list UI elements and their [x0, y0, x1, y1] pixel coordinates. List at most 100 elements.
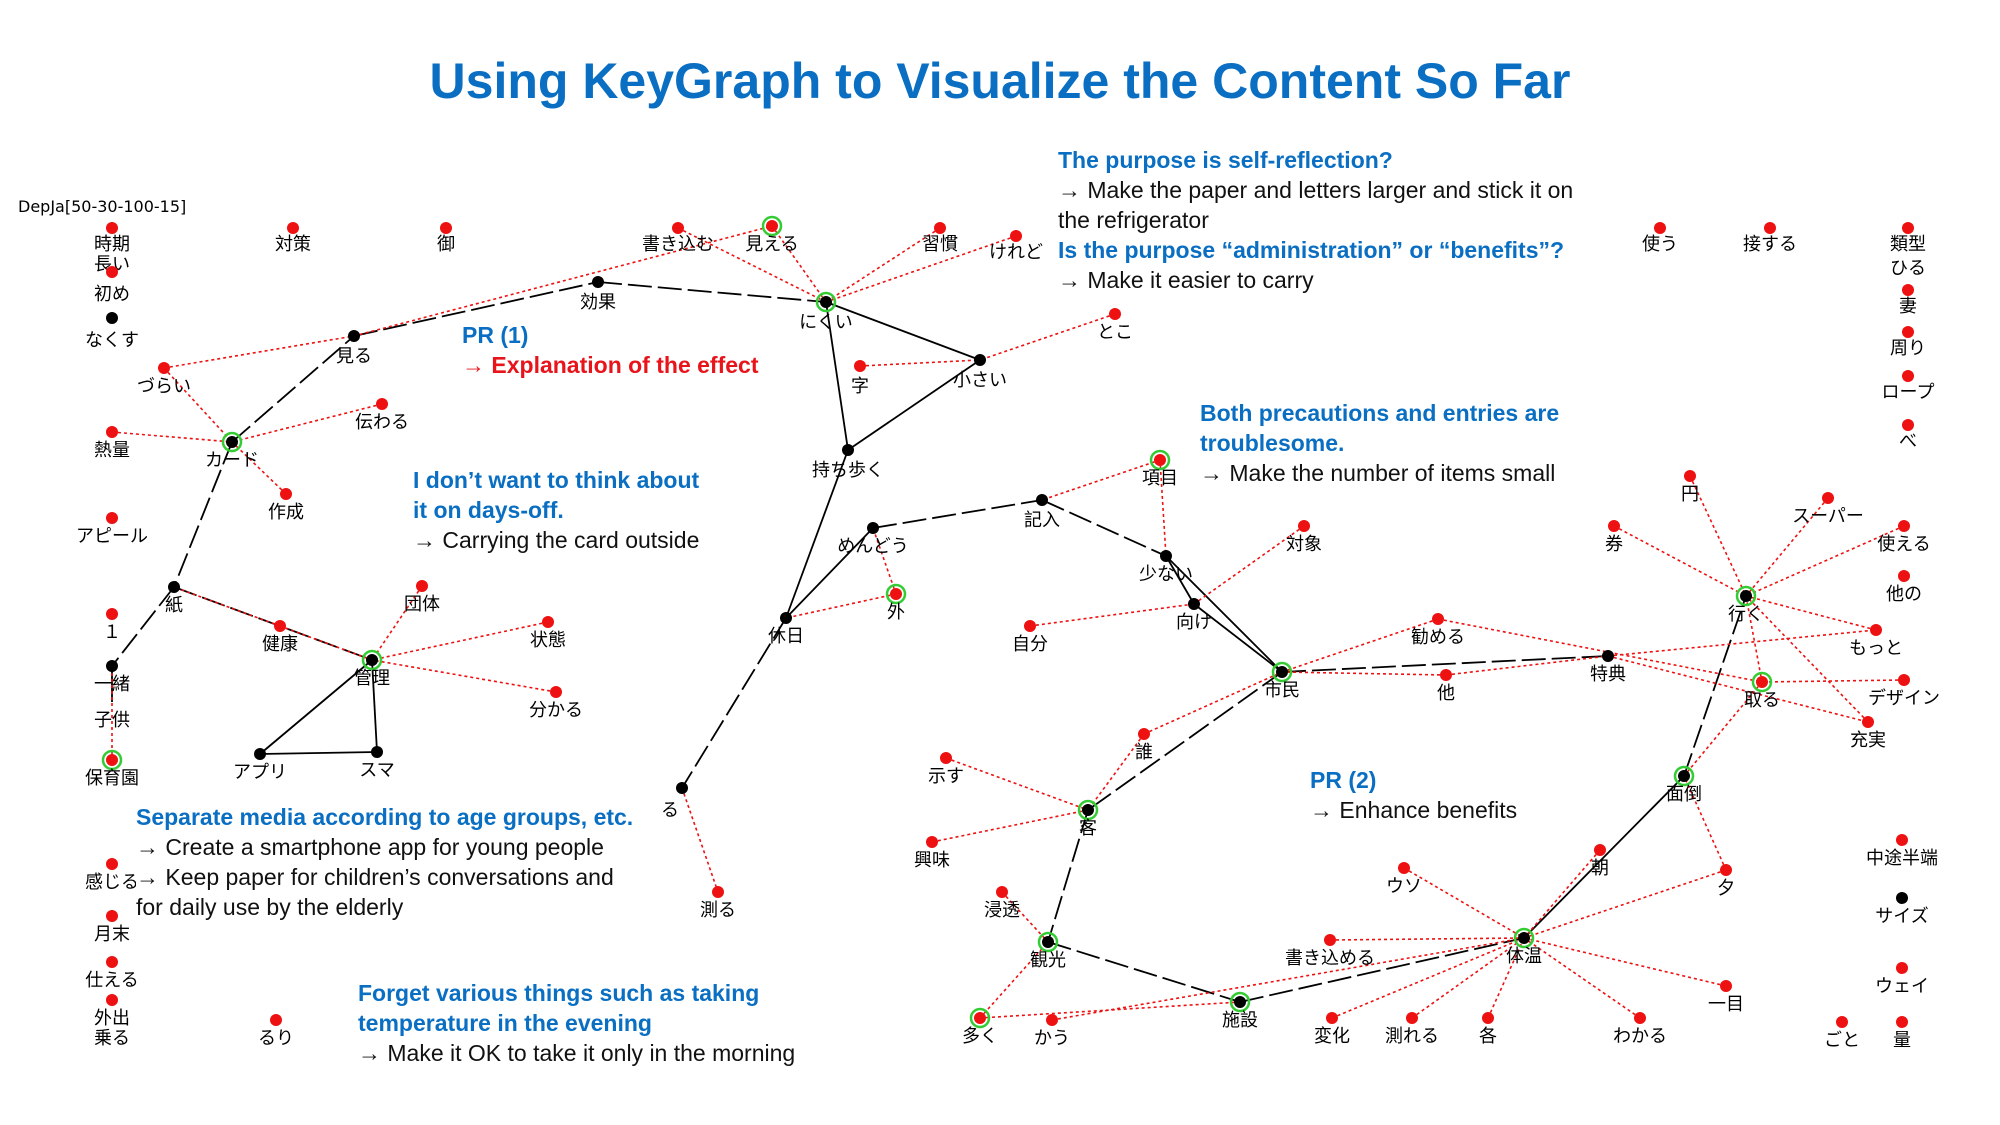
graph-node-ji: 字	[851, 360, 869, 397]
graph-edge-kau-taion	[1051, 937, 1525, 1021]
note-media-line-2: → Keep paper for children’s conversation…	[136, 864, 614, 890]
note-purpose-line-1: → Make the paper and letters larger and …	[1058, 177, 1574, 203]
note-precaution-heading-1: Both precautions and entries are	[1200, 400, 1560, 426]
graph-edge-kyomi-kyaku	[931, 809, 1089, 843]
graph-node-en: 円	[1681, 470, 1699, 505]
node-dot	[1298, 520, 1310, 532]
graph-edge-nikui-chiisai	[825, 301, 981, 361]
node-dot	[1898, 570, 1910, 582]
node-dot	[780, 612, 792, 624]
graph-node-ru: る	[661, 782, 688, 821]
node-label: 浸透	[984, 900, 1020, 921]
graph-node-wakaru: わかる	[1613, 1012, 1667, 1047]
graph-edge-kyujitsu-mendo	[785, 527, 874, 619]
graph-node-tsutawaru: 伝わる	[355, 398, 409, 433]
graph-node-toko: とこ	[1097, 308, 1133, 343]
node-dot	[1406, 1012, 1418, 1024]
node-label: 取る	[1744, 690, 1780, 711]
node-dot	[226, 436, 238, 448]
graph-node-hakaru: 測る	[700, 886, 736, 921]
graph-edge-keredo-nikui	[825, 235, 1017, 303]
node-label: 使える	[1877, 534, 1930, 555]
node-dot	[1440, 669, 1452, 681]
node-dot	[996, 886, 1008, 898]
node-halo	[761, 215, 783, 237]
graph-node-zurai: づらい	[137, 362, 191, 397]
node-dot	[1608, 520, 1620, 532]
node-dot	[974, 1012, 986, 1024]
node-dot	[1138, 728, 1150, 740]
graph-node-size: サイズ	[1875, 892, 1929, 927]
node-dot	[1024, 620, 1036, 632]
graph-edge-dantai-kanri	[371, 585, 423, 661]
note-purpose: The purpose is self-reflection? → Make t…	[1058, 145, 1573, 295]
node-dot	[1042, 936, 1054, 948]
node-dot	[940, 752, 952, 764]
graph-node-getsumatsu: 月末	[94, 910, 130, 945]
graph-edge-oku-kanko	[979, 941, 1049, 1019]
graph-edge-shimin-kyaku	[1087, 671, 1283, 811]
node-dot	[106, 312, 118, 324]
node-label: ウソ	[1386, 876, 1422, 897]
graph-node-dantai: 団体	[404, 580, 440, 615]
node-halo	[1149, 449, 1171, 471]
graph-node-super: スーパー	[1792, 492, 1864, 527]
node-label: 紙	[165, 595, 183, 616]
note-media: Separate media according to age groups, …	[136, 802, 634, 922]
node-label: 小さい	[953, 370, 1007, 391]
node-dot	[106, 266, 118, 278]
graph-edge-mendo-kinyu	[872, 499, 1043, 529]
graph-edge-taisho-muke	[1193, 525, 1305, 605]
node-dot	[106, 512, 118, 524]
graph-edge-kanri-app	[259, 659, 373, 755]
node-dot	[867, 522, 879, 534]
node-label: 勧める	[1411, 627, 1465, 648]
node-dot	[254, 748, 266, 760]
graph-edge-toru-iku	[1745, 595, 1763, 683]
node-label: 行く	[1728, 604, 1764, 625]
graph-edge-jujitsu-iku	[1745, 595, 1869, 723]
graph-edge-netsuryo-card	[111, 431, 233, 443]
node-dot	[1518, 932, 1530, 944]
node-dot	[1740, 590, 1752, 602]
node-dot	[934, 222, 946, 234]
node-dot	[106, 956, 118, 968]
graph-node-kaku: 各	[1479, 1012, 1497, 1047]
graph-edge-card-kami	[173, 441, 233, 588]
node-label: ウェイ	[1875, 976, 1929, 997]
node-dot	[676, 782, 688, 794]
node-label: ごと	[1824, 1030, 1860, 1051]
node-label: かう	[1034, 1028, 1070, 1049]
node-label: 少ない	[1139, 564, 1193, 585]
node-dot	[820, 296, 832, 308]
node-label: るり	[258, 1028, 294, 1049]
graph-edge-kaku-taion	[1487, 937, 1525, 1019]
graph-node-muke: 向け	[1176, 598, 1212, 633]
graph-edge-ken-iku	[1613, 525, 1747, 597]
graph-node-yu: 夕	[1717, 864, 1735, 899]
node-label: 乗る	[94, 1028, 130, 1049]
note-forget-heading-1: Forget various things such as taking	[358, 980, 760, 1006]
graph-edge-shinto-kanko	[1001, 891, 1049, 943]
graph-node-netsuryo: 熱量	[94, 426, 130, 461]
graph-node-sessuru: 接する	[1743, 222, 1797, 255]
graph-node-wakaru2: 分かる	[529, 686, 583, 721]
node-label: 自分	[1012, 634, 1048, 655]
graph-edge-app-suma	[259, 751, 378, 755]
node-label: 他の	[1886, 584, 1922, 605]
node-dot	[1862, 716, 1874, 728]
graph-node-uso: ウソ	[1386, 862, 1422, 897]
node-halo	[1673, 765, 1695, 787]
node-dot	[542, 616, 554, 628]
graph-edge-mendo2-iku	[1683, 595, 1747, 777]
node-label: 感じる	[85, 872, 139, 893]
node-label: 充実	[1850, 730, 1886, 751]
graph-edge-muke-shimin	[1193, 603, 1283, 673]
node-label: 中途半端	[1866, 848, 1938, 869]
node-label: 状態	[530, 630, 566, 651]
node-dot	[1898, 674, 1910, 686]
graph-node-way: ウェイ	[1875, 962, 1929, 997]
note-precaution: Both precautions and entries are trouble…	[1200, 398, 1559, 488]
node-label: 書き込める	[1285, 948, 1375, 969]
